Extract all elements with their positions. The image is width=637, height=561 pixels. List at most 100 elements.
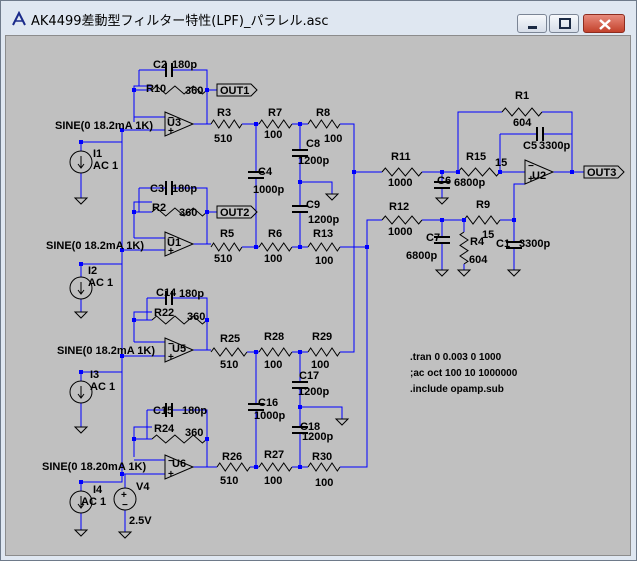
- label-i3: I3: [90, 369, 99, 381]
- resistor-r24: [151, 434, 208, 444]
- net-label-out3: [583, 165, 625, 179]
- junction-node: [120, 248, 124, 252]
- junction-node: [254, 350, 258, 354]
- voltage-source-v4: [113, 487, 137, 511]
- capacitor-c5: [536, 127, 544, 141]
- junction-node: [298, 405, 302, 409]
- capacitor-c4: [248, 171, 264, 179]
- opamp-u3: [164, 111, 195, 137]
- resistor-r11: [381, 167, 423, 177]
- minimize-button[interactable]: [517, 14, 547, 33]
- label-c15: C15: [153, 405, 173, 417]
- minus-sign: −: [168, 339, 174, 350]
- label-c6v: 6800p: [454, 177, 485, 189]
- junction-node: [512, 218, 516, 222]
- junction-node: [298, 245, 302, 249]
- junction-node: [205, 437, 209, 441]
- label-c5v: 3300p: [539, 140, 570, 152]
- maximize-icon: [559, 18, 571, 29]
- resistor-r12: [381, 215, 423, 225]
- wire: [340, 247, 368, 468]
- wire: [172, 69, 208, 90]
- wire: [300, 181, 333, 194]
- label-r22v: 360: [187, 311, 205, 323]
- plus-sign: +: [168, 246, 174, 257]
- arrow-icon: [77, 386, 85, 399]
- label-r12v: 1000: [388, 226, 412, 238]
- junction-node: [79, 370, 83, 374]
- junction-node: [132, 437, 136, 441]
- label-r24v: 360: [185, 427, 203, 439]
- ground-symbol: [456, 269, 472, 277]
- label-sine1: SINE(0 18.2mA 1K): [55, 120, 153, 132]
- current-source-i1: [69, 150, 93, 174]
- label-r24: R24: [154, 423, 175, 435]
- wire: [133, 311, 152, 342]
- label-r22: R22: [154, 307, 174, 319]
- label-c14v: 180p: [179, 288, 204, 300]
- resistor-r8: [307, 119, 341, 129]
- close-button[interactable]: [583, 14, 625, 33]
- resistor-r4: [459, 231, 469, 265]
- wire: [340, 123, 355, 242]
- wire: [133, 85, 152, 122]
- label-c3v: 180p: [172, 183, 197, 195]
- label-c5: C5: [523, 140, 537, 152]
- capacitor-c16: [248, 403, 264, 411]
- current-source-i3: [69, 380, 93, 404]
- resistor-r1: [501, 107, 543, 117]
- junction-node: [205, 88, 209, 92]
- arrow-icon: [77, 282, 85, 295]
- label-r8v: 100: [324, 133, 342, 145]
- label-u5: U5: [172, 343, 186, 355]
- spice-directive: ;ac oct 100 10 1000000: [410, 368, 518, 379]
- label-r2v: 360: [179, 207, 197, 219]
- label-v4: V4: [136, 481, 150, 493]
- junction-node: [205, 210, 209, 214]
- label-r27v: 100: [264, 475, 282, 487]
- label-i1v: AC 1: [93, 160, 118, 172]
- label-r15: R15: [466, 151, 486, 163]
- wire: [172, 409, 208, 439]
- resistor-r9: [463, 215, 501, 225]
- label-c15v: 180p: [182, 405, 207, 417]
- capacitor-c8: [292, 149, 308, 157]
- junction-node: [298, 350, 302, 354]
- label-sine3: SINE(0 18.2mA 1K): [57, 345, 155, 357]
- resistor-r3: [210, 119, 243, 129]
- wire: [457, 111, 502, 172]
- label-r13: R13: [313, 228, 333, 240]
- wire: [300, 406, 343, 419]
- label-i2v: AC 1: [88, 277, 113, 289]
- opamp-u1: [164, 231, 195, 257]
- resistor-r25: [210, 347, 248, 357]
- label-r6v: 100: [264, 253, 282, 265]
- resistor-r13: [307, 242, 341, 252]
- junction-node: [365, 245, 369, 249]
- junction-node: [132, 88, 136, 92]
- wire: [80, 356, 123, 381]
- close-icon: [599, 19, 611, 30]
- label-c17: C17: [299, 370, 319, 382]
- current-source-i2: [69, 276, 93, 300]
- junction-node: [440, 170, 444, 174]
- maximize-button[interactable]: [549, 14, 579, 33]
- label-c2v: 180p: [172, 59, 197, 71]
- capacitor-c17: [292, 381, 308, 389]
- title-bar[interactable]: AK4499差動型フィルター特性(LPF)_パラレル.asc: [1, 1, 636, 35]
- minimize-icon: [528, 26, 537, 29]
- label-c2: C2: [153, 59, 167, 71]
- label-i1: I1: [93, 148, 102, 160]
- label-c18: C18: [300, 421, 320, 433]
- label-r30: R30: [312, 451, 332, 463]
- label-r25v: 510: [220, 359, 238, 371]
- resistor-r6: [258, 242, 293, 252]
- label-r13v: 100: [315, 255, 333, 267]
- junction-node: [298, 122, 302, 126]
- label-r26v: 510: [220, 475, 238, 487]
- resistor-r27: [258, 462, 293, 472]
- label-u2: U2: [532, 170, 546, 182]
